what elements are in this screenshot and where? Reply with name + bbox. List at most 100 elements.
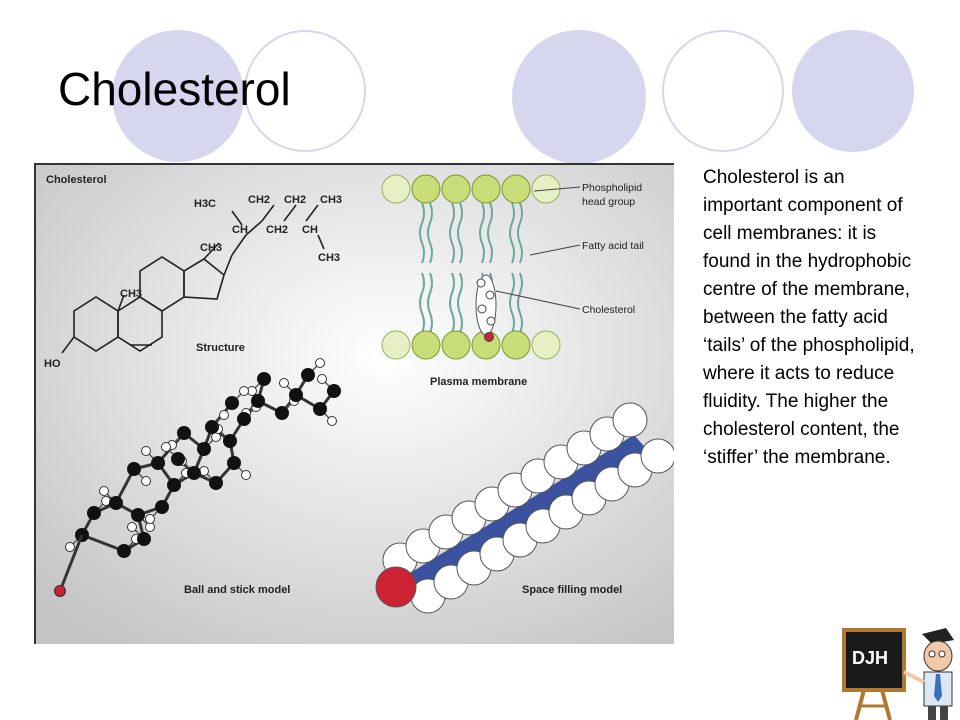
teacher-face <box>923 640 953 672</box>
svg-text:HO: HO <box>44 358 61 370</box>
hydrogen-atom <box>279 378 289 388</box>
fatty-acid-tail <box>427 202 433 264</box>
carbon-atom <box>171 452 185 466</box>
oxygen-sphere <box>375 566 417 608</box>
svg-text:CH3: CH3 <box>320 194 342 206</box>
carbon-atom <box>237 412 251 426</box>
carbon-atom <box>117 544 131 558</box>
carbon-atom <box>87 506 101 520</box>
hydrogen-atom <box>239 386 249 396</box>
fatty-acid-tail <box>457 202 463 264</box>
space-filling-label: Space filling model <box>522 584 622 596</box>
phospholipid-head <box>531 330 561 360</box>
oxygen-atom <box>54 585 66 597</box>
carbon-atom <box>275 406 289 420</box>
formula-labels: H3C CH2 CH2 CH3 CH CH2 CH CH3 CH3 CH3 HO <box>44 194 342 370</box>
hydrogen-atom <box>241 470 251 480</box>
phospholipid-head <box>381 330 411 360</box>
decor-circle-4 <box>662 30 784 152</box>
cholesterol-figure: Cholesterol H3C CH2 CH2 CH3 CH CH2 CH CH… <box>34 163 674 644</box>
fatty-acid-tail <box>449 202 455 264</box>
phospholipid-head <box>441 174 471 204</box>
svg-text:CH3: CH3 <box>200 242 222 254</box>
svg-text:Fatty acid tail: Fatty acid tail <box>582 240 644 252</box>
fatty-acid-tail <box>479 202 485 264</box>
chalkboard <box>842 628 906 692</box>
hydrogen-atom <box>99 486 109 496</box>
decor-circle-5 <box>792 30 914 152</box>
svg-text:CH2: CH2 <box>248 194 270 206</box>
membrane-cholesterol <box>475 274 497 342</box>
carbon-atom <box>257 372 271 386</box>
svg-text:H3C: H3C <box>194 198 216 210</box>
fatty-acid-tail <box>517 272 523 334</box>
hydrogen-atom <box>141 446 151 456</box>
carbon-atom <box>177 426 191 440</box>
fatty-acid-tail <box>509 202 515 264</box>
decor-circle-2 <box>244 30 366 152</box>
ball-and-stick-label: Ball and stick model <box>184 584 290 596</box>
carbon-atom <box>251 394 265 408</box>
figure-heading: Cholesterol <box>46 174 107 186</box>
carbon-atom <box>223 434 237 448</box>
body-text: Cholesterol is an important component of… <box>703 167 915 468</box>
carbon-atom <box>301 368 315 382</box>
fatty-acid-tail <box>487 202 493 264</box>
carbon-atom <box>155 500 169 514</box>
svg-text:CH3: CH3 <box>318 252 340 264</box>
phospholipid-head <box>471 174 501 204</box>
hydrogen-atom <box>65 542 75 552</box>
svg-text:CH: CH <box>302 224 318 236</box>
plasma-membrane-label: Plasma membrane <box>430 376 527 388</box>
carbon-atom <box>197 442 211 456</box>
carbon-atom <box>131 508 145 522</box>
space-filling-model <box>375 402 674 614</box>
hydrogen-atom <box>141 476 151 486</box>
carbon-atom <box>289 388 303 402</box>
hydrogen-atom <box>145 514 155 524</box>
carbon-atom <box>137 532 151 546</box>
phospholipid-head <box>501 174 531 204</box>
structure-label: Structure <box>196 342 245 354</box>
svg-text:Phospholipid: Phospholipid <box>582 182 642 194</box>
svg-text:CH3: CH3 <box>120 288 142 300</box>
phospholipid-head <box>441 330 471 360</box>
fatty-acid-tail <box>419 272 425 334</box>
hydrogen-atom <box>317 374 327 384</box>
svg-text:CH: CH <box>232 224 248 236</box>
phospholipid-head <box>411 174 441 204</box>
carbon-atom <box>167 478 181 492</box>
teacher-mascot: DJH <box>842 628 954 720</box>
hydrogen-atom <box>219 410 229 420</box>
carbon-atom <box>327 384 341 398</box>
structure-formula <box>61 204 325 354</box>
carbon-atom <box>225 396 239 410</box>
phospholipid-head <box>501 330 531 360</box>
plasma-membrane-diagram: Phospholipid head group Fatty acid tail … <box>381 174 644 360</box>
svg-text:CH2: CH2 <box>266 224 288 236</box>
fatty-acid-tail <box>509 272 515 334</box>
hydrogen-atom <box>315 358 325 368</box>
slide-title: Cholesterol <box>58 63 291 115</box>
mortarboard-icon <box>922 628 954 644</box>
svg-text:CH2: CH2 <box>284 194 306 206</box>
carbon-atom <box>205 420 219 434</box>
decor-circle-1 <box>112 30 244 162</box>
carbon-atom <box>227 456 241 470</box>
fatty-acid-tail <box>457 272 463 334</box>
hydrogen-sphere <box>640 438 674 474</box>
carbon-atom <box>313 402 327 416</box>
carbon-atom <box>109 496 123 510</box>
carbon-atom <box>127 462 141 476</box>
carbon-atom <box>187 466 201 480</box>
ball-and-stick-model <box>54 358 341 597</box>
carbon-atom <box>151 456 165 470</box>
fatty-acid-tail <box>419 202 425 264</box>
svg-text:head group: head group <box>582 196 635 208</box>
hydrogen-sphere <box>612 402 648 438</box>
fatty-acid-tail <box>449 272 455 334</box>
fatty-acid-tail <box>427 272 433 334</box>
carbon-atom <box>209 476 223 490</box>
fatty-acid-tail <box>517 202 523 264</box>
svg-text:Cholesterol: Cholesterol <box>582 304 635 316</box>
